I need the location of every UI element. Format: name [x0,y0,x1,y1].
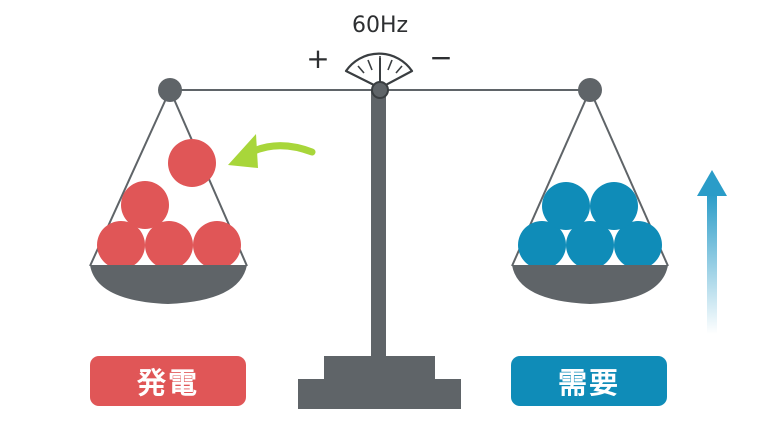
supply-pan [89,78,248,304]
demand-pan [511,78,669,304]
minus-sign: − [429,41,452,74]
demand-label-text: 需要 [557,366,620,400]
supply-ball-incoming [168,139,216,187]
beam-pivot [371,81,389,99]
pan-hanger-left [158,78,182,102]
supply-pan-bowl [90,265,247,304]
supply-ball [193,221,241,269]
demand-ball [590,182,638,230]
green-curved-arrow-icon [228,134,316,168]
scale-base-bottom [298,379,461,409]
demand-ball [518,221,566,269]
pan-hanger-right [578,78,602,102]
supply-ball [121,181,169,229]
demand-ball [542,182,590,230]
supply-label: 発電 [90,356,246,406]
up-arrow-icon [697,170,727,334]
demand-ball [614,221,662,269]
demand-label: 需要 [511,356,667,406]
scale-pillar [371,90,386,358]
frequency-gauge-icon [344,52,414,90]
demand-pan-bowl [512,265,668,304]
demand-ball [566,221,614,269]
supply-label-text: 発電 [136,366,199,400]
supply-ball [97,221,145,269]
supply-ball [145,221,193,269]
plus-sign: + [306,42,329,75]
frequency-label: 60Hz [352,13,408,38]
scale-base-top [324,356,435,381]
